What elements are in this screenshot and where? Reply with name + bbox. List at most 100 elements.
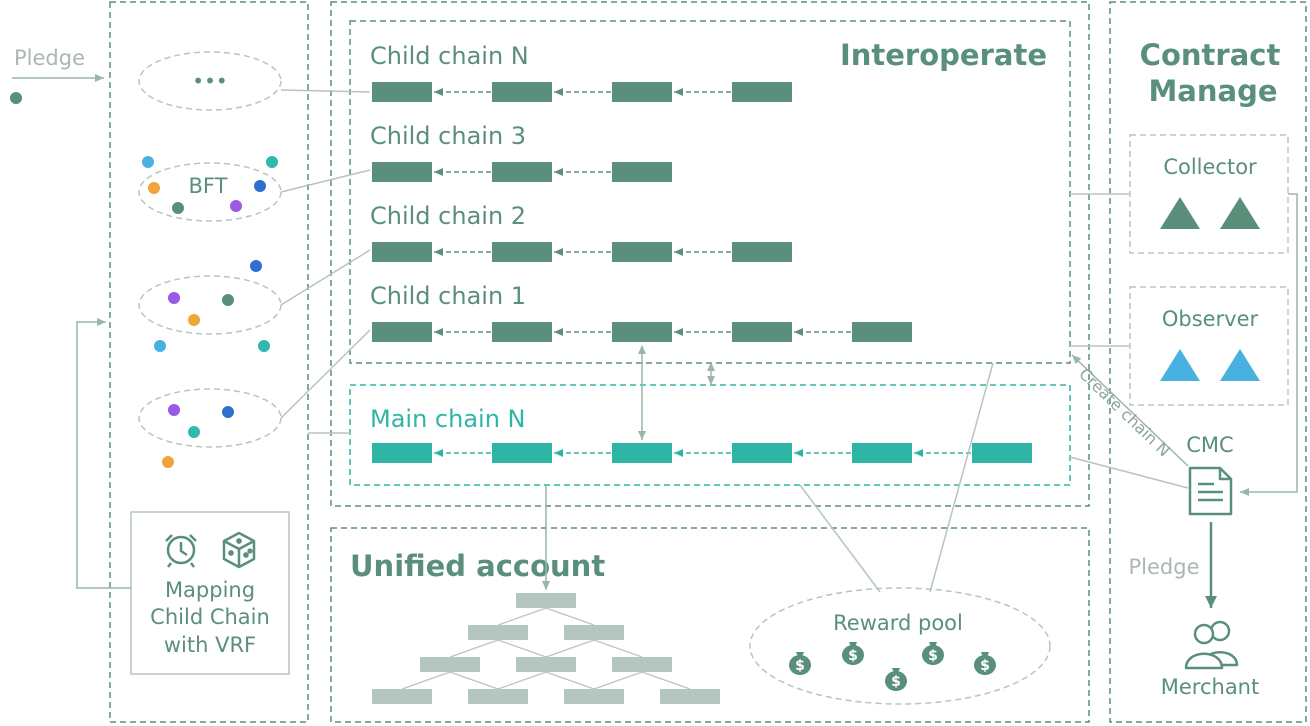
coin-symbol: $ bbox=[928, 648, 938, 664]
child-chain-1-label: Child chain 1 bbox=[370, 282, 526, 310]
cmc-label: CMC bbox=[1186, 433, 1233, 457]
block bbox=[852, 443, 912, 463]
coin-symbol: $ bbox=[891, 674, 901, 690]
tree-node bbox=[516, 593, 576, 608]
validator-node-dot bbox=[142, 156, 154, 168]
tree-edge bbox=[545, 671, 595, 690]
tree-edge bbox=[497, 671, 547, 690]
tree-edge bbox=[449, 671, 499, 690]
observer-box bbox=[1129, 286, 1289, 406]
tree-node bbox=[516, 657, 576, 672]
validator-node-dot bbox=[230, 200, 242, 212]
tree-edge bbox=[641, 671, 691, 690]
tree-node bbox=[468, 625, 528, 640]
vrf-line-2: Child Chain bbox=[150, 605, 270, 629]
child-chain-3-blocks bbox=[372, 162, 672, 182]
bft-node-dots bbox=[142, 156, 278, 214]
child-chain-2-label: Child chain 2 bbox=[370, 202, 526, 230]
observer-triangle-icon bbox=[1160, 349, 1200, 381]
validator-node-dot bbox=[254, 180, 266, 192]
block bbox=[372, 242, 432, 262]
vrf-line-1: Mapping bbox=[165, 578, 255, 602]
interoperate-box bbox=[349, 20, 1071, 364]
reward-to-interoperate-connector bbox=[929, 362, 994, 593]
tree-edge bbox=[593, 639, 643, 658]
block bbox=[852, 322, 912, 342]
block bbox=[492, 322, 552, 342]
money-bag-icon: $ bbox=[922, 642, 944, 665]
block bbox=[732, 242, 792, 262]
validator-node-dot bbox=[266, 156, 278, 168]
validator-node-dot bbox=[258, 340, 270, 352]
cmc-to-main-chain-connector bbox=[1069, 456, 1189, 489]
reward-pool-coins: $ $ $ $ $ bbox=[789, 642, 996, 691]
collector-label: Collector bbox=[1163, 155, 1257, 179]
vrf-box bbox=[130, 511, 290, 675]
validator-node-dot bbox=[222, 406, 234, 418]
block bbox=[612, 162, 672, 182]
block bbox=[732, 443, 792, 463]
observer-label: Observer bbox=[1162, 307, 1259, 331]
tree-node bbox=[420, 657, 480, 672]
reward-pool-ellipse bbox=[749, 587, 1051, 705]
coin-symbol: $ bbox=[848, 648, 858, 664]
money-bag-icon: $ bbox=[842, 642, 864, 665]
group3-node-dots bbox=[154, 260, 270, 352]
coin-symbol: $ bbox=[795, 658, 805, 674]
money-bag-icon: $ bbox=[885, 668, 907, 691]
validator-node-dot bbox=[172, 202, 184, 214]
validator-node-dot bbox=[188, 314, 200, 326]
validator-node-dot bbox=[222, 294, 234, 306]
child-chain-n-blocks bbox=[372, 82, 792, 102]
observer-triangle-icon bbox=[1220, 349, 1260, 381]
block bbox=[372, 162, 432, 182]
validator-node-dot bbox=[250, 260, 262, 272]
collector-triangle-icon bbox=[1220, 197, 1260, 229]
center-top-panel-box bbox=[330, 1, 1090, 507]
tree-node bbox=[372, 689, 432, 704]
merchant-label: Merchant bbox=[1161, 675, 1259, 699]
child-chain-n-label: Child chain N bbox=[370, 42, 529, 70]
node-group-ellipsis bbox=[138, 51, 282, 111]
validator-node-dot bbox=[148, 182, 160, 194]
connector-ellipsis-to-child-n bbox=[280, 89, 371, 93]
document-icon bbox=[1188, 466, 1233, 516]
connector-bft-to-child-3 bbox=[280, 169, 371, 193]
left-pledge-label: Pledge bbox=[14, 46, 85, 70]
child-chain-1-blocks bbox=[372, 322, 912, 342]
reward-pool-label: Reward pool bbox=[833, 611, 963, 635]
block bbox=[372, 322, 432, 342]
reward-to-main-connector bbox=[799, 484, 881, 593]
block bbox=[492, 82, 552, 102]
block bbox=[372, 443, 432, 463]
block bbox=[972, 443, 1032, 463]
account-tree bbox=[372, 593, 720, 704]
collector-box bbox=[1129, 134, 1289, 254]
block bbox=[372, 82, 432, 102]
coin-symbol: $ bbox=[980, 658, 990, 674]
right-panel-box bbox=[1109, 1, 1307, 723]
left-pledge-dot bbox=[10, 92, 22, 104]
money-bag-icon: $ bbox=[974, 652, 996, 675]
tree-node bbox=[564, 689, 624, 704]
create-chain-arrow bbox=[1071, 354, 1189, 467]
vrf-feedback-arrow bbox=[76, 318, 131, 589]
create-chain-label: Create chain N bbox=[1075, 364, 1174, 460]
unified-account-box bbox=[330, 527, 1090, 723]
block bbox=[612, 322, 672, 342]
clock-icon bbox=[165, 534, 197, 568]
right-pledge-label: Pledge bbox=[1129, 555, 1200, 579]
child-chain-2-blocks bbox=[372, 242, 792, 262]
tree-edge bbox=[545, 607, 595, 626]
tree-node bbox=[612, 657, 672, 672]
validator-node-dot bbox=[188, 426, 200, 438]
block bbox=[732, 82, 792, 102]
block bbox=[612, 443, 672, 463]
left-panel-box bbox=[109, 1, 309, 723]
node-group-4 bbox=[138, 388, 282, 448]
collector-triangle-icon bbox=[1160, 197, 1200, 229]
connector-group4-to-child-1 bbox=[280, 329, 371, 419]
manage-feedback-arrow bbox=[1240, 193, 1298, 496]
contract-manage-title-line1: Contract bbox=[1140, 38, 1281, 72]
